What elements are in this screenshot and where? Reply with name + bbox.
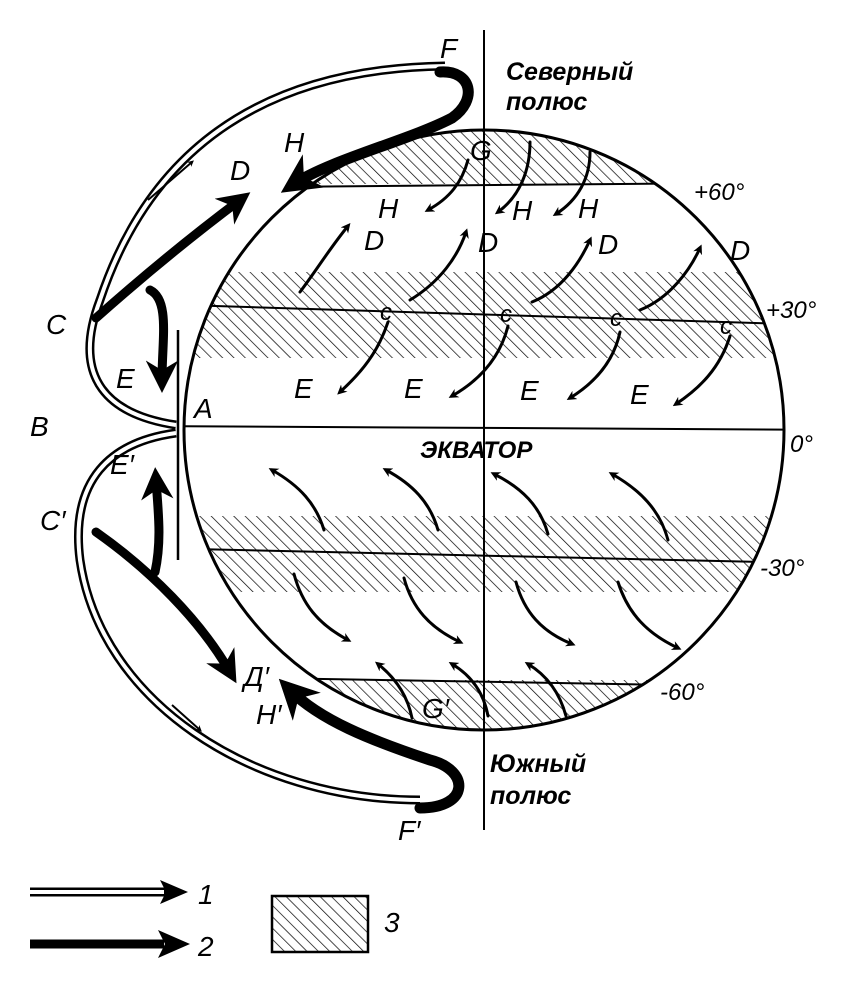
legend-item-3: 3	[270, 894, 400, 954]
south-pole-label-2: полюс	[490, 782, 571, 810]
label-E-3: E	[520, 375, 539, 406]
label-E-outer: E	[116, 363, 135, 394]
legend-item-2: 2	[30, 930, 214, 962]
wind-arrow-s-trade-2	[382, 468, 440, 532]
wind-arrow-polar-n-3	[552, 150, 592, 217]
label-C: C	[46, 309, 67, 340]
thick-flow-Cs-Es	[141, 467, 174, 577]
label-H-2: H	[512, 195, 533, 226]
wind-arrow-D-3	[530, 236, 592, 304]
label-B: B	[30, 411, 49, 442]
legend-item-1: 1	[30, 879, 214, 910]
label-E-4: E	[630, 379, 649, 410]
label-c-1: c	[380, 299, 392, 326]
label-H-outer: H	[284, 127, 305, 158]
lat-label-p60: +60°	[694, 179, 745, 206]
wind-arrow-s-trade-1	[268, 468, 326, 532]
wind-arrow-polar-s-2	[448, 662, 490, 718]
wind-arrow-E-4	[672, 334, 732, 407]
legend-label-3: 3	[384, 907, 400, 938]
label-H-south: H′	[256, 699, 283, 730]
wind-arrow-E-2	[448, 324, 510, 398]
upper-flow-south	[74, 428, 421, 805]
lat-label-m30: -30°	[760, 555, 805, 582]
wind-arrow-polar-n-2	[494, 140, 532, 215]
legend: 1 2 3	[30, 879, 400, 962]
wind-arrow-s-west-4	[616, 580, 682, 650]
label-c-4: c	[720, 313, 732, 340]
upper-flow-north	[85, 61, 446, 430]
equator-label: ЭКВАТОР	[420, 437, 533, 464]
thick-flow-C-E	[145, 285, 179, 393]
legend-label-1: 1	[198, 879, 214, 910]
wind-arrow-D-4	[638, 244, 702, 312]
hatch-zone-south-30	[184, 516, 784, 592]
north-pole-label-2: полюс	[506, 88, 587, 116]
wind-arrow-D-1	[298, 223, 351, 294]
wind-arrow-s-trade-3	[490, 472, 550, 536]
wind-arrow-s-west-2	[402, 576, 464, 644]
label-E-1: E	[294, 373, 313, 404]
wind-arrow-D-2	[408, 228, 469, 302]
hatch-zone-north-polar	[184, 130, 784, 184]
label-c-3: c	[610, 305, 622, 332]
thick-flows	[91, 66, 474, 814]
legend-label-2: 2	[197, 931, 214, 962]
label-D-outer: D	[230, 155, 250, 186]
globe-wind-arrows	[268, 140, 732, 720]
thick-flow-Cs-Ds	[91, 527, 237, 684]
label-G: G	[470, 135, 492, 166]
upper-flow-arrow-south	[171, 704, 202, 732]
label-c-2: c	[500, 301, 512, 328]
label-G-south: G′	[422, 693, 451, 724]
wind-arrow-s-west-3	[514, 580, 576, 647]
latitude-line-m30	[184, 547, 784, 565]
lat-label-0: 0°	[790, 431, 813, 458]
north-pole-label-1: Северный	[506, 58, 633, 86]
latitude-line-p30	[184, 303, 784, 327]
label-A: A	[192, 393, 213, 424]
wind-arrow-s-west-1	[292, 572, 352, 642]
thick-flow-C-D	[91, 192, 251, 323]
label-H-3: H	[578, 193, 599, 224]
label-D-1: D	[364, 225, 384, 256]
wind-arrow-E-3	[566, 330, 622, 401]
label-D-4: D	[730, 235, 750, 266]
thick-flow-F-H	[280, 66, 474, 193]
wind-arrow-polar-s-1	[375, 661, 414, 720]
wind-arrow-polar-s-3	[524, 662, 568, 718]
wind-arrow-E-1	[337, 320, 390, 395]
label-D-2: D	[478, 227, 498, 258]
label-F-south: F′	[398, 815, 422, 846]
label-D-3: D	[598, 229, 618, 260]
lat-label-m60: -60°	[660, 679, 705, 706]
label-E-south: E′	[110, 449, 136, 480]
thick-flow-Fs-Hs	[278, 678, 465, 814]
wind-arrow-polar-n-1	[424, 158, 470, 212]
label-D-south: Д′	[241, 661, 271, 692]
upper-flow-arrow-north	[147, 160, 194, 201]
label-H-1: H	[378, 193, 399, 224]
wind-arrow-s-trade-4	[608, 472, 670, 542]
label-F: F	[440, 33, 459, 64]
lat-label-p30: +30°	[766, 297, 817, 324]
south-pole-label-1: Южный	[490, 750, 586, 778]
latitude-line-0	[184, 425, 784, 431]
label-C-south: C′	[40, 505, 67, 536]
label-E-2: E	[404, 373, 423, 404]
